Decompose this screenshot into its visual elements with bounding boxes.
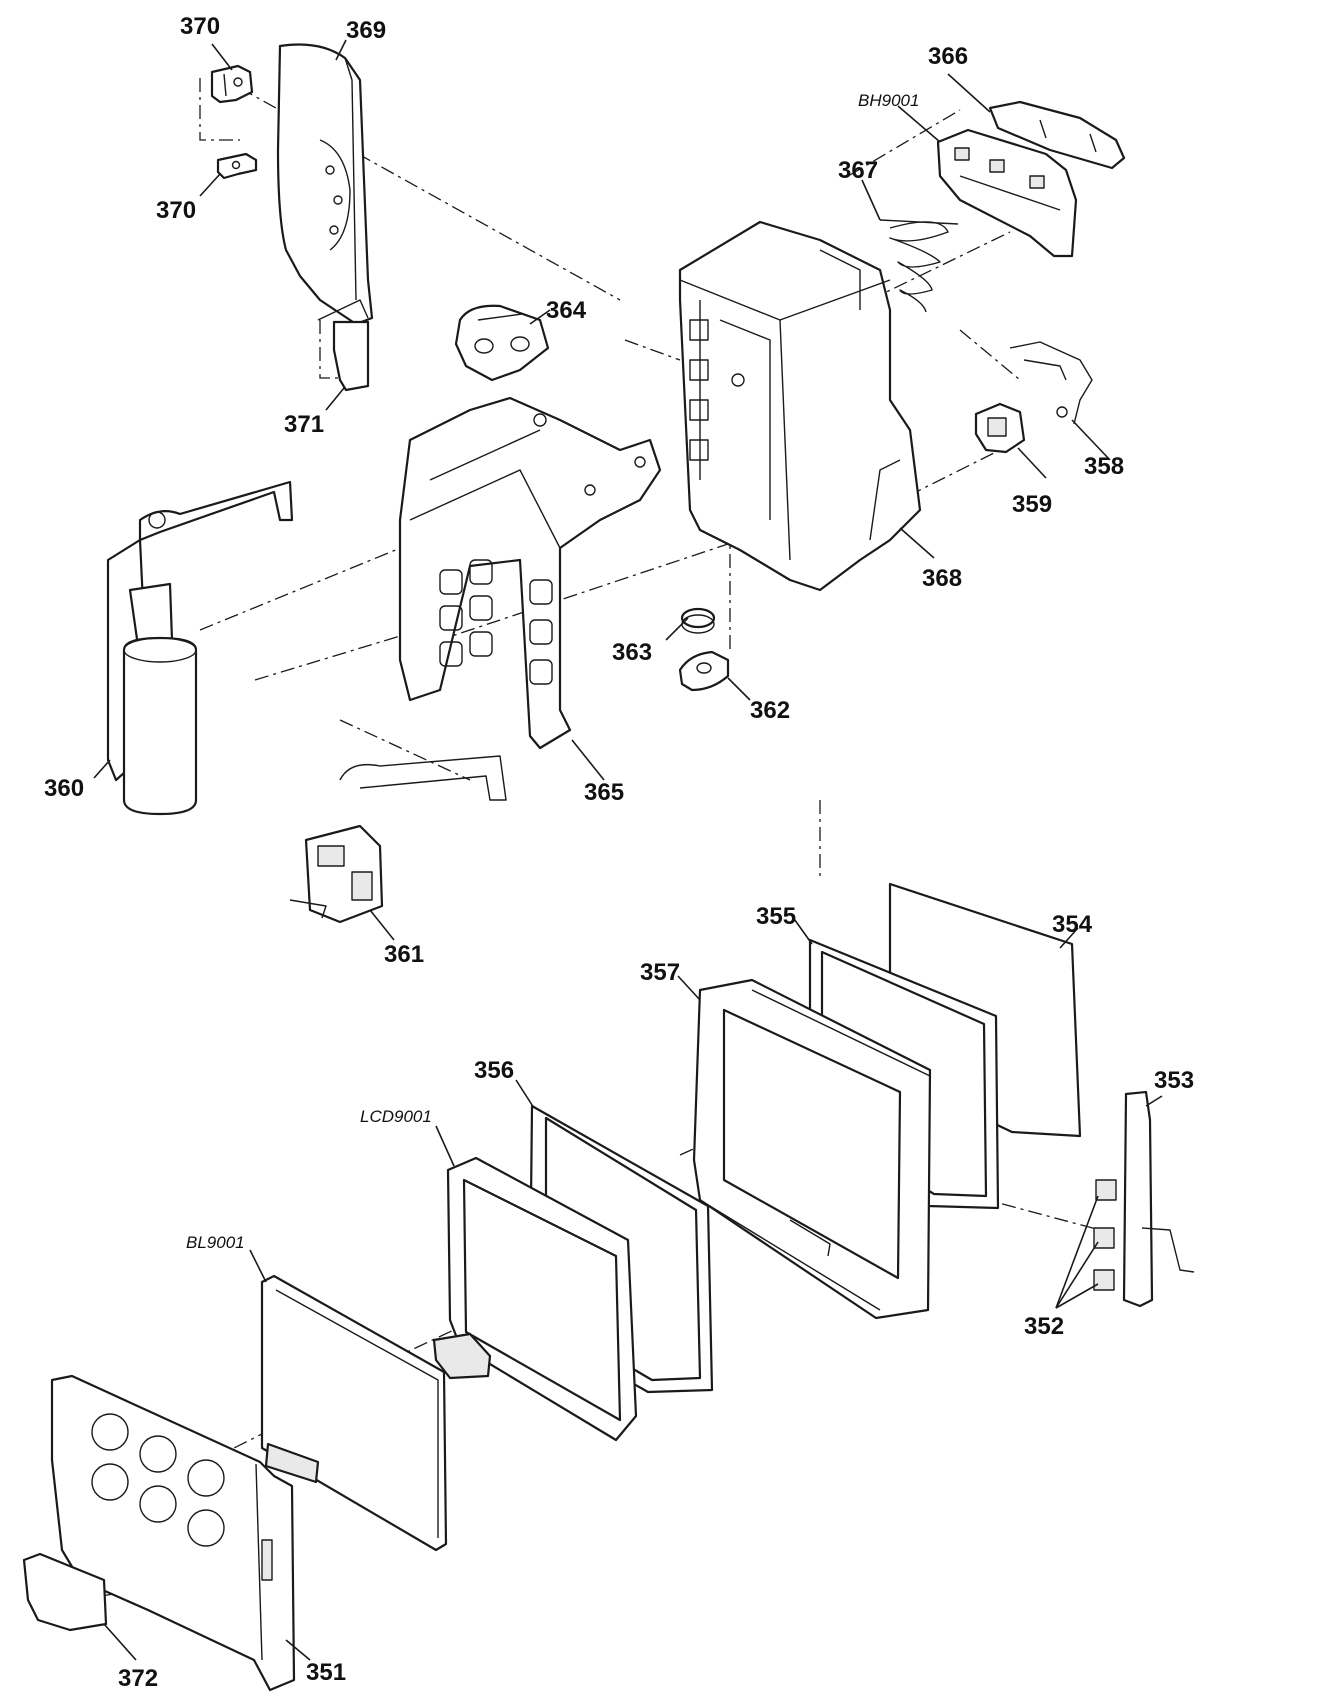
- label-362: 362: [750, 697, 790, 724]
- part-367-spring: [879, 219, 959, 313]
- label-356: 356: [474, 1057, 514, 1084]
- label-368: 368: [922, 565, 962, 592]
- part-lcd9001-lcd-panel: [432, 1156, 638, 1442]
- label-361: 361: [384, 941, 424, 968]
- label-363: 363: [612, 639, 652, 666]
- part-362-cam: [678, 650, 730, 692]
- part-372-insulator: [22, 1552, 108, 1632]
- label-357: 357: [640, 959, 680, 986]
- label-bh9001: BH9001: [858, 91, 919, 110]
- label-365: 365: [584, 779, 624, 806]
- label-351: 351: [306, 1659, 346, 1686]
- part-bl9001-backlight: [260, 1274, 448, 1552]
- part-bh9001-battery-holder: [936, 128, 1078, 258]
- label-371: 371: [284, 411, 324, 438]
- leader-lines: [93, 39, 1163, 1661]
- part-363-lock-ring: [680, 607, 716, 634]
- part-357-lcd-holder: [692, 978, 932, 1320]
- label-366: 366: [928, 43, 968, 70]
- part-368-chassis: [678, 220, 922, 592]
- part-359-switch: [974, 402, 1026, 454]
- part-365-main-frame: [398, 396, 662, 750]
- label-353: 353: [1154, 1067, 1194, 1094]
- label-bl9001: BL9001: [186, 1233, 245, 1252]
- part-369-side-cover: [276, 43, 374, 326]
- label-354: 354: [1052, 911, 1093, 938]
- label-370-top: 370: [180, 13, 220, 40]
- label-358: 358: [1084, 453, 1124, 480]
- part-370-clip-upper: [210, 64, 254, 104]
- label-369: 369: [346, 17, 386, 44]
- label-359: 359: [1012, 491, 1052, 518]
- part-361-flex-switch-block: [289, 755, 507, 924]
- part-370-clip-lower: [216, 152, 258, 180]
- label-355: 355: [756, 903, 796, 930]
- label-lcd9001: LCD9001: [360, 1107, 432, 1126]
- label-352: 352: [1024, 1313, 1064, 1340]
- label-370-bottom: 370: [156, 197, 196, 224]
- part-371-insulator-sheet: [332, 320, 370, 392]
- part-353-flex-cable: [1093, 1090, 1195, 1308]
- label-364: 364: [546, 297, 587, 324]
- part-366-terminal-plate: [988, 100, 1126, 170]
- label-360: 360: [44, 775, 84, 802]
- part-labels: 370 369 370 371 364 366 BH9001 367 358 3…: [44, 13, 1194, 1692]
- part-351-shield-plate: [50, 1374, 296, 1692]
- label-367: 367: [838, 157, 878, 184]
- part-364-bracket: [454, 304, 550, 382]
- label-372: 372: [118, 1665, 158, 1692]
- part-360-flash-board-capacitor: [106, 480, 294, 816]
- part-358-contact-spring: [1009, 341, 1093, 425]
